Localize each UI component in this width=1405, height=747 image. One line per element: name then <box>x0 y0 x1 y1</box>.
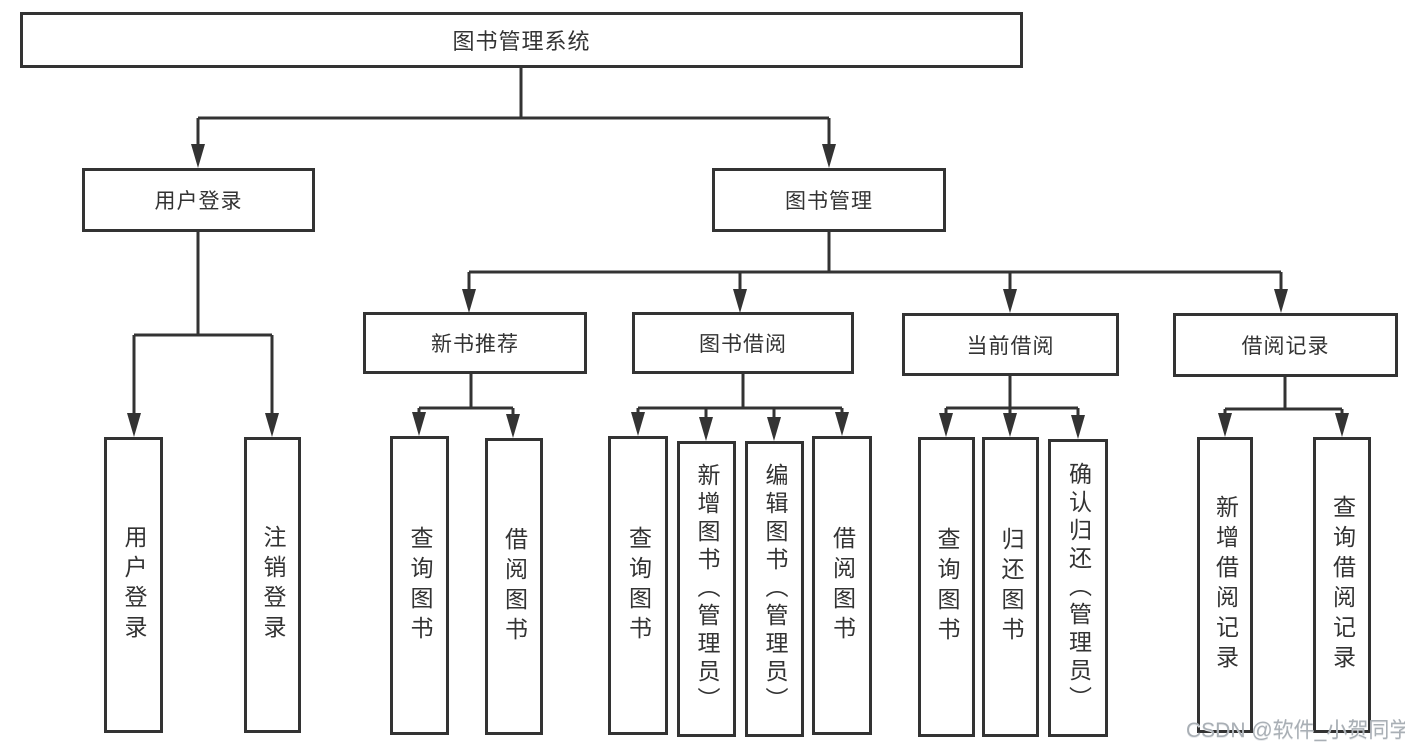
leaf-add-borrow-record-label: 新增借阅记录 <box>1212 495 1239 675</box>
leaf-confirm-return-admin-label: 确认归还（管理员） <box>1065 462 1092 714</box>
leaf-borrow-books-label: 借阅图书 <box>829 525 856 646</box>
leaf-query-borrow-record: 查询借阅记录 <box>1313 437 1371 733</box>
leaf-borrow-books-recommend: 借阅图书 <box>485 438 543 735</box>
leaf-borrow-books: 借阅图书 <box>812 436 872 735</box>
node-borrow-records: 借阅记录 <box>1173 313 1398 377</box>
node-current-borrow: 当前借阅 <box>902 313 1119 376</box>
node-book-management-label: 图书管理 <box>785 190 873 213</box>
leaf-add-borrow-record: 新增借阅记录 <box>1197 437 1253 733</box>
leaf-query-books-recommend: 查询图书 <box>390 436 449 735</box>
leaf-confirm-return-admin: 确认归还（管理员） <box>1048 439 1108 737</box>
leaf-query-borrow-record-label: 查询借阅记录 <box>1329 495 1356 675</box>
leaf-query-books-borrow-label: 查询图书 <box>625 525 652 646</box>
csdn-watermark: CSDN @软件_小贺同学 <box>1186 719 1405 742</box>
node-root-label: 图书管理系统 <box>452 29 591 54</box>
node-user-login-label: 用户登录 <box>154 190 243 213</box>
leaf-query-books-current-label: 查询图书 <box>934 527 960 647</box>
node-book-management: 图书管理 <box>712 168 946 232</box>
leaf-query-books-current: 查询图书 <box>918 437 975 737</box>
leaf-add-book-admin-label: 新增图书（管理员） <box>694 463 720 715</box>
leaf-user-login-label: 用户登录 <box>121 525 147 645</box>
node-user-login: 用户登录 <box>82 168 315 232</box>
leaf-borrow-books-recommend-label: 借阅图书 <box>501 526 528 647</box>
leaf-edit-book-admin: 编辑图书（管理员） <box>745 441 804 737</box>
leaf-return-book-label: 归还图书 <box>998 527 1024 647</box>
node-root: 图书管理系统 <box>20 12 1023 68</box>
node-book-borrow-label: 图书借阅 <box>699 333 787 356</box>
node-book-borrow: 图书借阅 <box>632 312 854 374</box>
node-new-book-recommend: 新书推荐 <box>363 312 587 374</box>
leaf-add-book-admin: 新增图书（管理员） <box>677 441 736 737</box>
leaf-user-login: 用户登录 <box>104 437 163 733</box>
leaf-return-book: 归还图书 <box>982 437 1039 737</box>
node-new-book-recommend-label: 新书推荐 <box>431 333 519 356</box>
leaf-edit-book-admin-label: 编辑图书（管理员） <box>762 463 788 715</box>
node-current-borrow-label: 当前借阅 <box>966 334 1055 358</box>
leaf-query-books-recommend-label: 查询图书 <box>407 525 433 646</box>
leaf-query-books-borrow: 查询图书 <box>608 436 668 735</box>
node-borrow-records-label: 借阅记录 <box>1241 335 1330 358</box>
leaf-logout: 注销登录 <box>244 437 301 733</box>
leaf-logout-label: 注销登录 <box>260 525 286 645</box>
